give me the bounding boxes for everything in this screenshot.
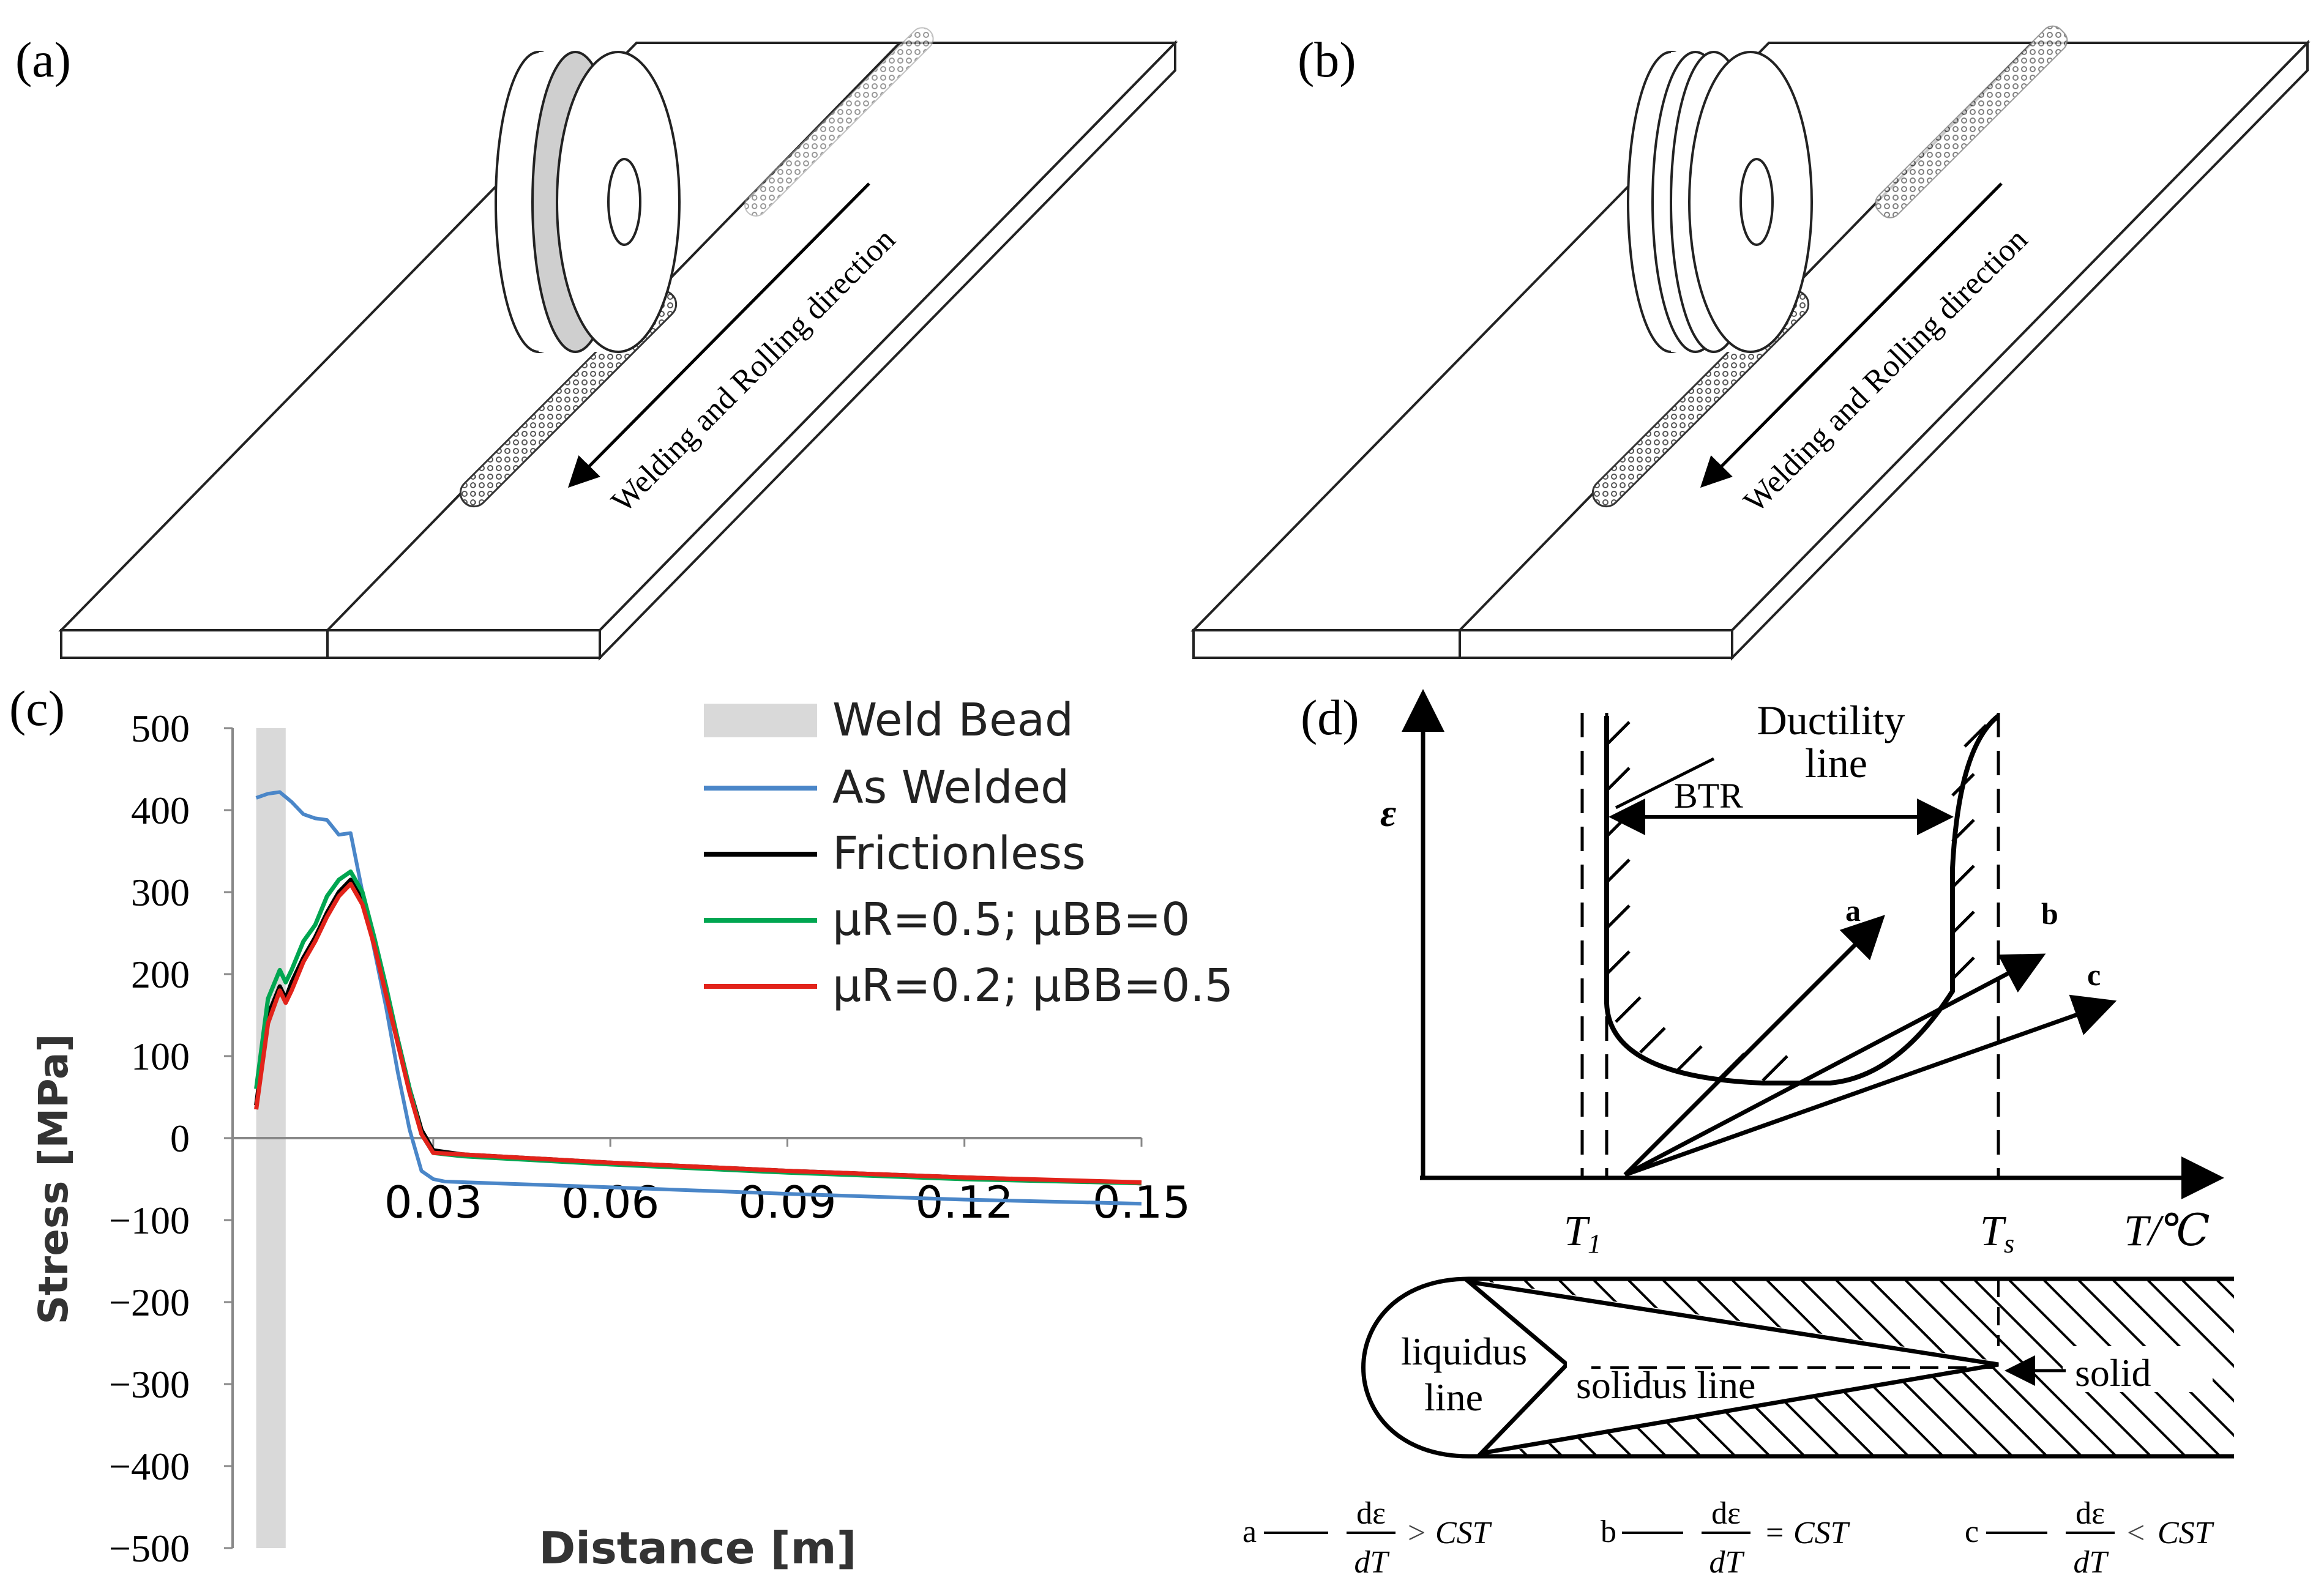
panel-d-label: (d) [1301, 690, 1359, 745]
panel-b-label: (b) [1298, 32, 1356, 87]
x-tick-label: 0.03 [384, 1177, 482, 1228]
panel-c-label: (c) [9, 680, 65, 736]
svg-text:dT: dT [2074, 1545, 2109, 1580]
x-tick-label: 0.12 [916, 1177, 1014, 1228]
y-tick-label: −400 [109, 1445, 190, 1488]
series-line-3 [254, 882, 1142, 1185]
svg-text:>: > [1408, 1516, 1425, 1551]
y-tick-label: 300 [131, 871, 190, 914]
legend-label-1: Frictionless [832, 827, 1086, 880]
svg-text:dε: dε [1356, 1496, 1386, 1531]
panel-d: (d) ε T/℃ T1 Ts [1242, 689, 2234, 1580]
x-tick-label: 0.09 [738, 1177, 836, 1228]
y-tick-label: 0 [170, 1117, 190, 1160]
svg-text:dT: dT [1709, 1545, 1745, 1580]
y-tick-label: 400 [131, 789, 190, 832]
svg-text:b: b [1601, 1514, 1616, 1549]
legend-label-2: μR=0.5; μBB=0 [832, 893, 1190, 946]
weld-bead-b-back [1875, 25, 2068, 218]
d-liquidus-label: liquidus line [1401, 1330, 1537, 1419]
panel-a-label: (a) [15, 32, 71, 87]
y-tick-label: 100 [131, 1035, 190, 1078]
d-x-axis-label: T/℃ [2124, 1206, 2210, 1255]
roller-a-hub [607, 158, 641, 246]
roller-b-hub [1739, 158, 1774, 246]
weld-bead-a-back [744, 27, 934, 217]
d-line-b-label: b [2041, 896, 2058, 931]
legend-swatch-weld-bead [704, 704, 817, 737]
svg-text:dε: dε [1711, 1496, 1741, 1531]
d-line-b [1624, 953, 2046, 1177]
d-btr-label: BTR [1674, 776, 1743, 816]
roller-b [1627, 51, 1813, 353]
y-tick-label: 200 [131, 953, 190, 996]
d-y-axis-symbol: ε [1380, 791, 1396, 835]
d-solid-label: solid [2075, 1351, 2151, 1394]
y-tick-label: −200 [109, 1281, 190, 1324]
svg-text:=: = [1766, 1516, 1784, 1551]
d-condition-a: a dε dT > CST [1242, 1496, 1492, 1580]
d-line-a-label: a [1845, 893, 1861, 928]
roller-a [495, 51, 681, 353]
c-x-axis-title: Distance [m] [539, 1522, 857, 1574]
svg-text:CST: CST [2158, 1516, 2214, 1551]
d-condition-b: b dε dT = CST [1601, 1496, 1850, 1580]
d-tick-ts: Ts [1980, 1208, 2014, 1259]
d-line-a [1623, 915, 1885, 1177]
d-ductility-label: Ductility line [1757, 697, 1916, 786]
legend-label-0: As Welded [832, 761, 1069, 814]
d-weld-pool [1361, 1276, 2234, 1459]
svg-text:CST: CST [1435, 1516, 1492, 1551]
svg-text:a: a [1242, 1514, 1257, 1549]
legend-label-weld-bead: Weld Bead [832, 694, 1074, 746]
y-tick-label: 500 [131, 707, 190, 750]
y-tick-label: −300 [109, 1363, 190, 1406]
panel-c: (c) 500 400 300 200 100 0 −100 −200 −300 −400 −500… [9, 680, 1233, 1574]
svg-text:<: < [2127, 1516, 2145, 1551]
y-tick-label: −500 [109, 1527, 190, 1570]
d-condition-c: c dε dT < CST [1965, 1496, 2214, 1580]
svg-text:dT: dT [1354, 1545, 1390, 1580]
d-line-c [1624, 994, 2117, 1177]
d-tick-t1: T1 [1564, 1208, 1601, 1259]
panel-b: (b) Welding and Rolling direction [1190, 25, 2311, 661]
stress-chart: 500 400 300 200 100 0 −100 −200 −300 −400 −500 0.03… [30, 694, 1233, 1574]
d-dashed-lines [1580, 713, 2000, 1178]
y-tick-label: −100 [109, 1199, 190, 1242]
direction-arrow-b [1700, 182, 2003, 488]
svg-text:CST: CST [1793, 1516, 1850, 1551]
svg-text:dε: dε [2076, 1496, 2105, 1531]
d-btr-curve [1604, 713, 2000, 1085]
d-line-c-label: c [2087, 958, 2101, 992]
legend-label-3: μR=0.2; μBB=0.5 [832, 959, 1233, 1012]
d-solidus-label: solidus line [1576, 1363, 1755, 1407]
panel-a: (a) Welding and Rolling direction [15, 27, 1178, 661]
direction-arrow-a [567, 182, 870, 488]
svg-text:c: c [1965, 1514, 1979, 1549]
c-y-axis-title: Stress [MPa] [30, 1033, 77, 1324]
